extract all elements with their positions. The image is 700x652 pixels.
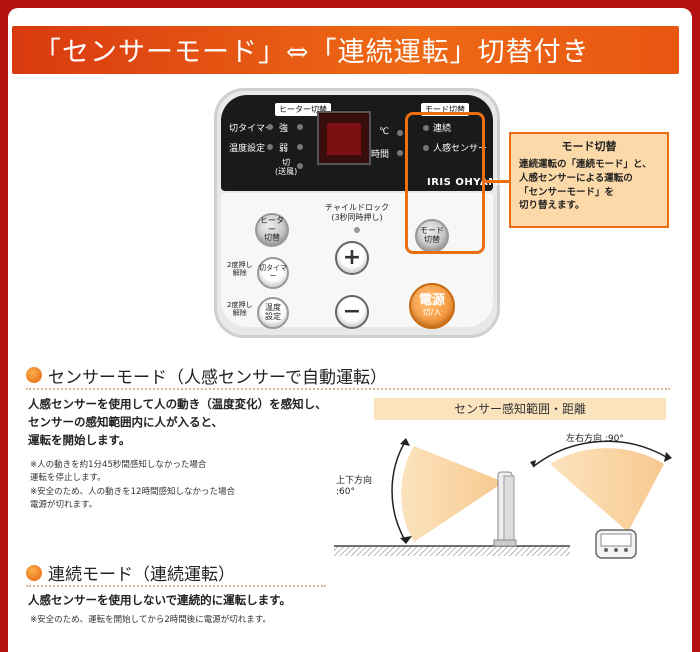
vertical-range-cone (401, 446, 504, 542)
celsius-label: ℃ (379, 127, 390, 137)
display-screen (327, 123, 361, 155)
arrow-icon (400, 536, 412, 544)
horizontal-range-cone (550, 448, 664, 532)
callout-title: モード切替 (561, 140, 617, 153)
led-icon (267, 144, 273, 150)
power-button-label: 電源 (418, 293, 445, 309)
hours-label: 時間 (371, 150, 390, 160)
horizontal-range-arc (533, 440, 669, 467)
led-icon (297, 144, 303, 150)
digital-display (317, 111, 371, 165)
sensor-note-2: ※安全のため、人の動きを12時間感知しなかった場合 電源が切れます。 (30, 487, 235, 510)
sensor-note-1: ※人の動きを約1分45秒間感知しなかった場合 運転を停止します。 (30, 460, 207, 483)
child-lock-label: チャイルドロック (3秒同時押し) (325, 203, 389, 222)
temp-setting-label: 温度設定 (229, 144, 266, 154)
led-icon (267, 124, 273, 130)
led-icon (423, 125, 429, 131)
weak-label: 弱 (279, 144, 289, 154)
vertical-range-arc (391, 439, 407, 543)
heater-switch-button[interactable]: ヒーター 切替 (255, 213, 289, 247)
minus-button[interactable]: − (335, 295, 369, 329)
mode-highlight-box (405, 112, 485, 254)
arrow-icon (400, 438, 410, 446)
led-icon (354, 227, 360, 233)
divider (26, 388, 670, 390)
mode-switch-callout: モード切替 連続運転の「連続モード」と、 人感センサーによる運転の 「センサーモ… (509, 132, 669, 228)
callout-body: 連続運転の「連続モード」と、 人感センサーによる運転の 「センサーモード」を 切… (519, 159, 652, 212)
sensor-range-diagram (334, 438, 672, 559)
power-button-sublabel: 切/入 (422, 307, 442, 317)
orange-bullet-icon (26, 367, 42, 383)
led-icon (397, 150, 403, 156)
brand-logo: IRIS OHYAMA (427, 177, 507, 188)
mode-sensor-label: 人感センサー (433, 144, 488, 154)
arrow-icon (664, 452, 672, 462)
sensor-range-title: センサー感知範囲・距離 (374, 398, 666, 420)
continuous-mode-heading: 連続モード（連続運転） (48, 565, 235, 585)
strong-label: 強 (279, 124, 289, 134)
temp-setting-button[interactable]: 温度 設定 (257, 297, 289, 329)
sensor-mode-description: 人感センサーを使用して人の動き（温度変化）を感知し、 センサーの感知範囲内に人が… (28, 397, 327, 447)
led-icon (397, 130, 403, 136)
timer-label: 切タイマー (229, 124, 275, 134)
double-press-cancel-label: 2度押し 解除 (227, 261, 253, 278)
orange-bullet-icon (26, 565, 42, 581)
continuous-note: ※安全のため、運転を開始してから2時間後に電源が切れます。 (30, 615, 271, 625)
power-button[interactable]: 電源 切/入 (409, 283, 455, 329)
continuous-mode-description: 人感センサーを使用しないで連続的に運転します。 (28, 593, 292, 607)
off-fan-label: 切 (送風) (275, 158, 298, 176)
plus-button[interactable]: + (335, 241, 369, 275)
title-banner: 「センサーモード」⇔「連続運転」切替付き (12, 26, 679, 74)
led-icon (423, 145, 429, 151)
floor-hatch (334, 546, 570, 556)
sensor-mode-heading: センサーモード（人感センサーで自動運転） (48, 368, 387, 388)
mode-continuous-label: 連続 (433, 124, 452, 134)
vertical-angle-label: 上下方向 :60° (336, 476, 373, 498)
horizontal-angle-label: 左右方向 :90° (566, 434, 624, 444)
arrow-icon (530, 460, 536, 468)
control-panel: ヒーター切替 モード切替 切タイマー 強 温度設定 弱 切 (送風) ℃ 時間 … (214, 88, 506, 338)
double-press-cancel-label: 2度押し 解除 (227, 301, 253, 318)
divider (26, 585, 326, 587)
led-icon (297, 124, 303, 130)
off-timer-button[interactable]: 切タイマー (257, 257, 289, 289)
led-icon (297, 163, 303, 169)
banner-title: 「センサーモード」⇔「連続運転」切替付き (34, 37, 590, 68)
callout-connector (485, 180, 509, 183)
